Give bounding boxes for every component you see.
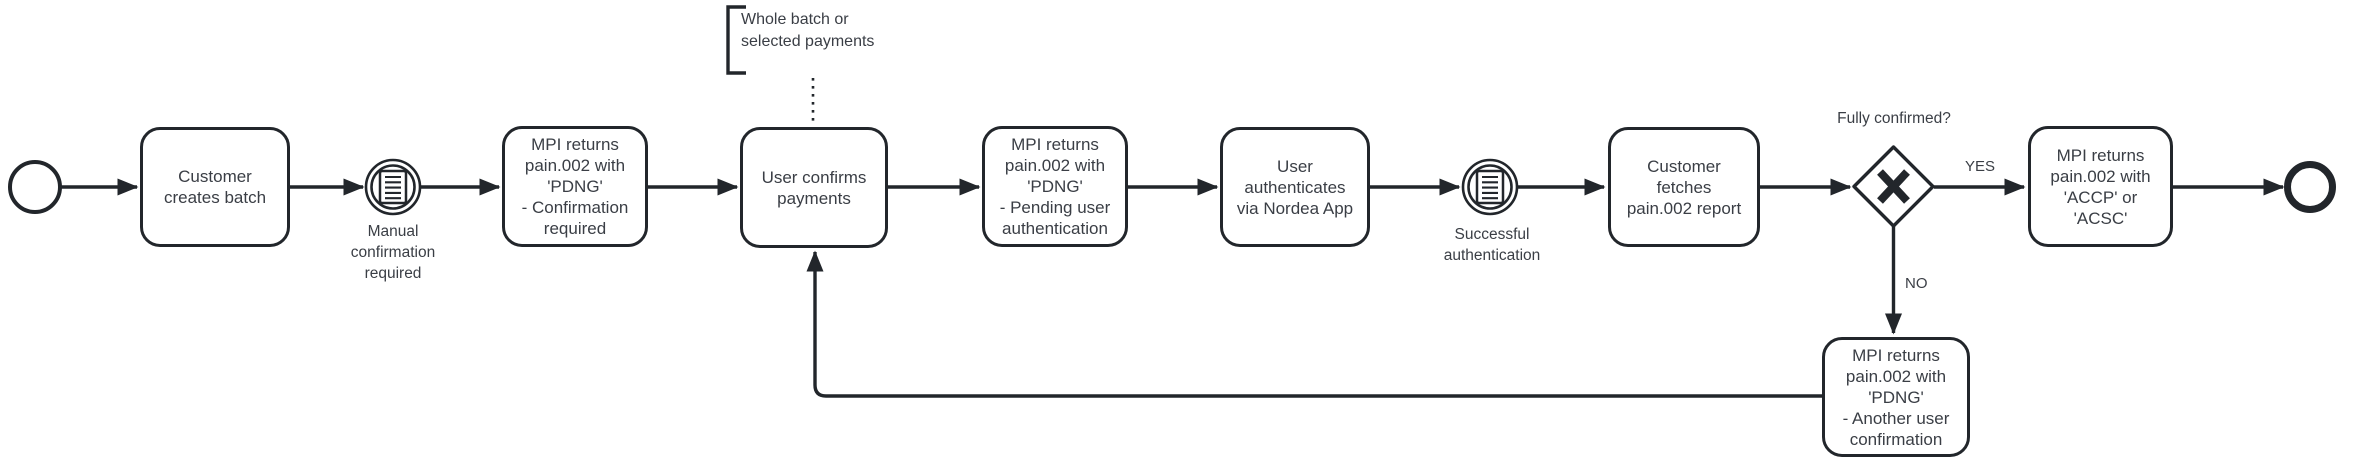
task-label: MPI returns pain.002 with 'ACCP' or 'ACS… (2050, 145, 2151, 228)
task-label: User authenticates via Nordea App (1236, 156, 1354, 218)
task-label: User confirms payments (761, 167, 867, 208)
document-icon (1475, 169, 1505, 205)
label-successful-authentication: Successful authentication (1443, 226, 1541, 264)
gateway-question-label: Fully confirmed? (1837, 110, 1951, 127)
intermediate-event-successful-authentication (1461, 158, 1519, 216)
task-label: Customer creates batch (163, 167, 267, 207)
task-customer-creates-batch: Customer creates batch (140, 127, 290, 247)
label-manual-confirmation-required: Manual confirmation required (350, 223, 436, 282)
task-mpi-returns-pdng-confirmation-required: MPI returns pain.002 with 'PDNG' - Confi… (502, 126, 648, 247)
annotation-text: Whole batch or selected payments (741, 11, 875, 50)
task-label: MPI returns pain.002 with 'PDNG' - Confi… (521, 135, 629, 238)
task-customer-fetches-pain002-report: Customer fetches pain.002 report (1608, 127, 1760, 247)
exclusive-gateway (1852, 145, 1935, 228)
task-user-confirms-payments: User confirms payments (740, 127, 888, 248)
no-branch-label: NO (1905, 275, 1928, 292)
gateway-x-icon (1877, 169, 1910, 204)
task-label: MPI returns pain.002 with 'PDNG' - Anoth… (1842, 345, 1950, 449)
task-label: Customer fetches pain.002 report (1626, 156, 1742, 218)
task-mpi-returns-pdng-pending-user-authentication: MPI returns pain.002 with 'PDNG' - Pendi… (982, 126, 1128, 247)
task-mpi-returns-accp-or-acsc: MPI returns pain.002 with 'ACCP' or 'ACS… (2028, 126, 2173, 247)
task-user-authenticates-via-nordea-app: User authenticates via Nordea App (1220, 127, 1370, 247)
annotation-bracket (726, 5, 746, 75)
document-icon (378, 169, 408, 205)
task-mpi-returns-pdng-another-user-confirmation: MPI returns pain.002 with 'PDNG' - Anoth… (1822, 337, 1970, 457)
yes-branch-label: YES (1964, 158, 1995, 175)
flow-no-loop-back (806, 250, 1822, 398)
end-event-circle (2284, 161, 2336, 213)
intermediate-event-manual-confirmation (364, 158, 422, 216)
task-label: MPI returns pain.002 with 'PDNG' - Pendi… (999, 135, 1111, 238)
start-event-circle (8, 160, 62, 214)
